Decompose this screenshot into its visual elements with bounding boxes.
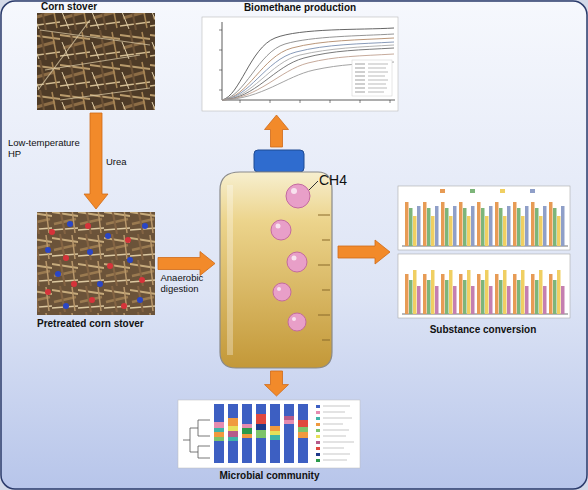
arrow-label: Anaerobic digestion (161, 272, 217, 294)
flow-arrow (265, 115, 289, 147)
panel-title: Microbial community (177, 470, 362, 482)
flow-arrow (338, 240, 390, 264)
panel-title: Biomethane production (200, 2, 400, 14)
flow-arrow (84, 113, 108, 209)
photo-panel: Pretreated corn stover (37, 212, 155, 315)
chart-panel: Substance conversion (393, 183, 573, 321)
photo-panel: Corn stover (37, 13, 155, 110)
panel-title: CH4 (319, 172, 347, 189)
annotation-label: Urea (106, 156, 127, 167)
panel-title: Corn stover (41, 1, 97, 13)
arrow-label: Low-temperature HP (8, 137, 82, 159)
flow-arrow (265, 371, 289, 396)
chart-panel: Microbial community (177, 399, 362, 469)
digester-bottle: CH4 (218, 150, 335, 368)
panel-title: Pretreated corn stover (37, 318, 144, 330)
chart-panel: Biomethane production (200, 16, 400, 112)
panel-title: Substance conversion (393, 324, 573, 336)
